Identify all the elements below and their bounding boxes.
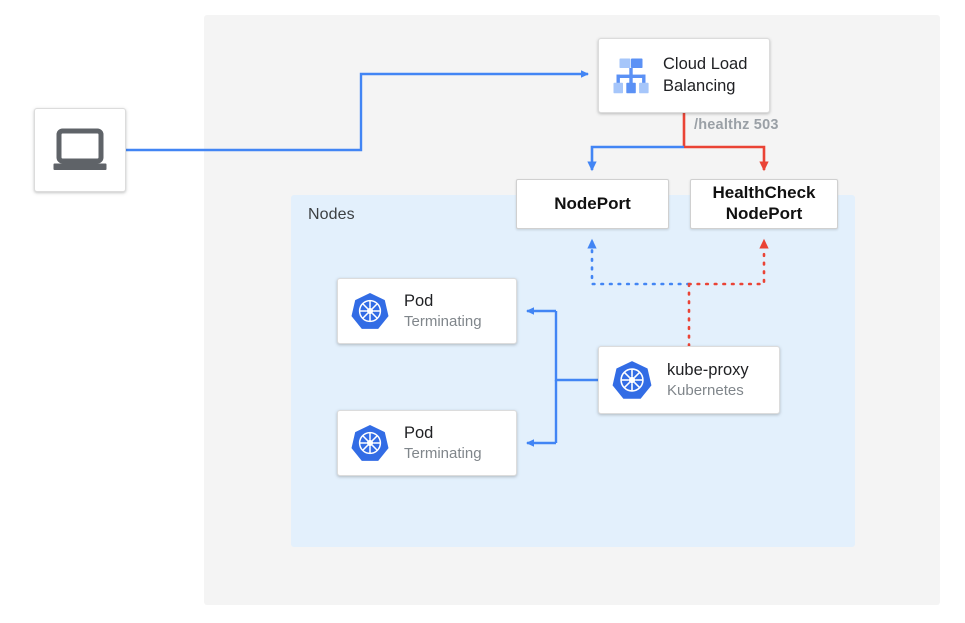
nodeport-label: NodePort — [554, 193, 631, 213]
pod-status-1: Terminating — [404, 312, 482, 330]
healthcheck-nodeport-label: HealthCheck NodePort — [712, 183, 816, 223]
pod-text-1: Pod Terminating — [404, 291, 482, 331]
cloud-load-balancing-node[interactable]: Cloud Load Balancing — [598, 38, 770, 113]
laptop-icon — [52, 128, 108, 172]
pod-text-2: Pod Terminating — [404, 423, 482, 463]
client-laptop-node[interactable] — [34, 108, 126, 192]
pod-status-2: Terminating — [404, 444, 482, 462]
pod-node-2[interactable]: Pod Terminating — [337, 410, 517, 476]
kubernetes-icon — [611, 359, 653, 401]
cloud-load-balancing-title: Cloud Load Balancing — [663, 55, 748, 95]
kube-proxy-text: kube-proxy Kubernetes — [667, 360, 749, 400]
pod-node-1[interactable]: Pod Terminating — [337, 278, 517, 344]
cloud-load-balancing-icon — [609, 56, 653, 96]
cloud-load-balancing-text: Cloud Load Balancing — [663, 54, 769, 97]
nodes-panel-label: Nodes — [308, 206, 355, 223]
kube-proxy-title: kube-proxy — [667, 360, 749, 379]
healthcheck-nodeport-node[interactable]: HealthCheck NodePort — [690, 179, 838, 229]
healthz-annotation-label: /healthz 503 — [694, 117, 779, 133]
nodeport-node[interactable]: NodePort — [516, 179, 669, 229]
pod-title-2: Pod — [404, 423, 434, 442]
kubernetes-icon — [350, 423, 390, 463]
pod-title-1: Pod — [404, 291, 434, 310]
kubernetes-icon — [350, 291, 390, 331]
kube-proxy-subtitle: Kubernetes — [667, 381, 744, 399]
kube-proxy-node[interactable]: kube-proxy Kubernetes — [598, 346, 780, 414]
